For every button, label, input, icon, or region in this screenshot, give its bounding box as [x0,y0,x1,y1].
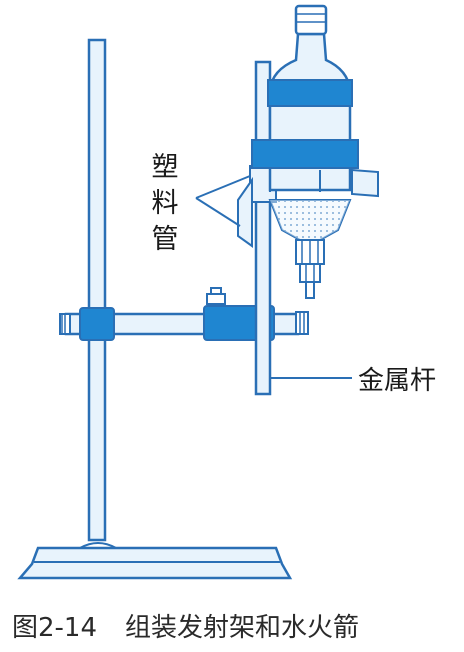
water-cone [268,199,352,241]
plastic-tube-label-char: 塑 [151,152,179,183]
stand-base [17,542,293,580]
plastic-tube-label-char: 料 [151,188,179,219]
plastic-tube-label-char: 管 [151,224,179,255]
metal-rod-label: 金属杆 [358,366,437,396]
bottle-rocket [251,4,379,198]
figure-caption: 图2-14 组装发射架和水火箭 [12,612,457,644]
figure-number: 图2-14 [12,613,98,643]
metal-rod [254,60,272,396]
figure-title: 组装发射架和水火箭 [125,613,360,643]
plastic-tube-label: 塑 料 管 [150,150,180,258]
nozzle [295,239,325,299]
main-pole [87,38,107,542]
plastic-tube-leaders [195,175,251,227]
left-clamp [59,307,115,341]
